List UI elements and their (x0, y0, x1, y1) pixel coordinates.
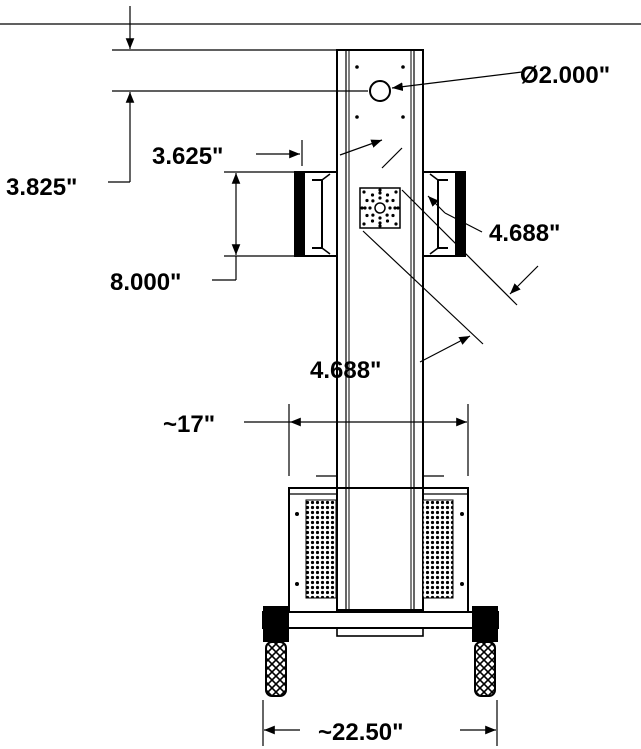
vesa-dot (378, 188, 382, 192)
diag-dimension-right (339, 139, 539, 306)
right-vent-grille (422, 499, 454, 599)
vesa-dot (362, 190, 366, 194)
vesa-dot (370, 219, 375, 223)
mounting-screws (355, 65, 405, 119)
hole-diameter-leader (391, 71, 523, 91)
base-width-dimension (262, 700, 498, 746)
column (336, 49, 424, 611)
vesa-dot (378, 216, 382, 220)
mounting-hole (369, 80, 391, 102)
vesa-dot (371, 199, 375, 203)
arm-height-label: 8.000" (110, 269, 181, 296)
vesa-dot (378, 221, 382, 225)
vesa-dot (393, 206, 397, 210)
right-arm-bracket (422, 171, 466, 257)
arm-height-dimension (212, 171, 295, 281)
right-caster (472, 628, 498, 697)
vesa-dot (360, 206, 364, 210)
vesa-dot (385, 199, 389, 203)
column-span-dimension (244, 404, 469, 476)
pattern-right-label: 4.688" (489, 220, 560, 247)
vesa-dot (368, 206, 372, 210)
vesa-dot (378, 224, 382, 228)
vesa-dot (394, 190, 398, 194)
hole-diameter-label: Ø2.000" (520, 62, 610, 89)
vesa-hole-pattern (359, 187, 401, 229)
vesa-dot (378, 196, 382, 200)
vesa-dot (385, 213, 389, 217)
vesa-dot (391, 198, 395, 203)
arm-width-dimension (256, 140, 303, 166)
left-arm-bracket (294, 171, 338, 257)
vesa-dot (396, 206, 400, 210)
left-vent-grille (305, 499, 337, 599)
vesa-dot (391, 213, 395, 218)
vesa-dot (363, 206, 367, 210)
vesa-dot (371, 213, 375, 217)
top-offset-dimension (108, 6, 368, 183)
top-offset-label: 3.825" (6, 174, 77, 201)
column-span-label: ~17" (163, 411, 215, 438)
vesa-dot (388, 206, 392, 210)
vesa-dot (385, 193, 390, 197)
vesa-dot (370, 193, 375, 197)
vesa-dot (378, 191, 382, 195)
vesa-dot (365, 213, 369, 218)
vesa-dot (385, 219, 390, 223)
left-caster (263, 628, 289, 697)
base-width-label: ~22.50" (318, 719, 403, 746)
pattern-left-label: 4.688" (310, 357, 381, 384)
vesa-dot (362, 222, 366, 226)
base-cabinet (288, 475, 469, 613)
arm-width-label: 3.625" (152, 143, 223, 170)
vesa-dot (394, 222, 398, 226)
base-plate (262, 606, 499, 637)
diag-dimension-left (362, 230, 484, 363)
vesa-dot (365, 198, 369, 203)
